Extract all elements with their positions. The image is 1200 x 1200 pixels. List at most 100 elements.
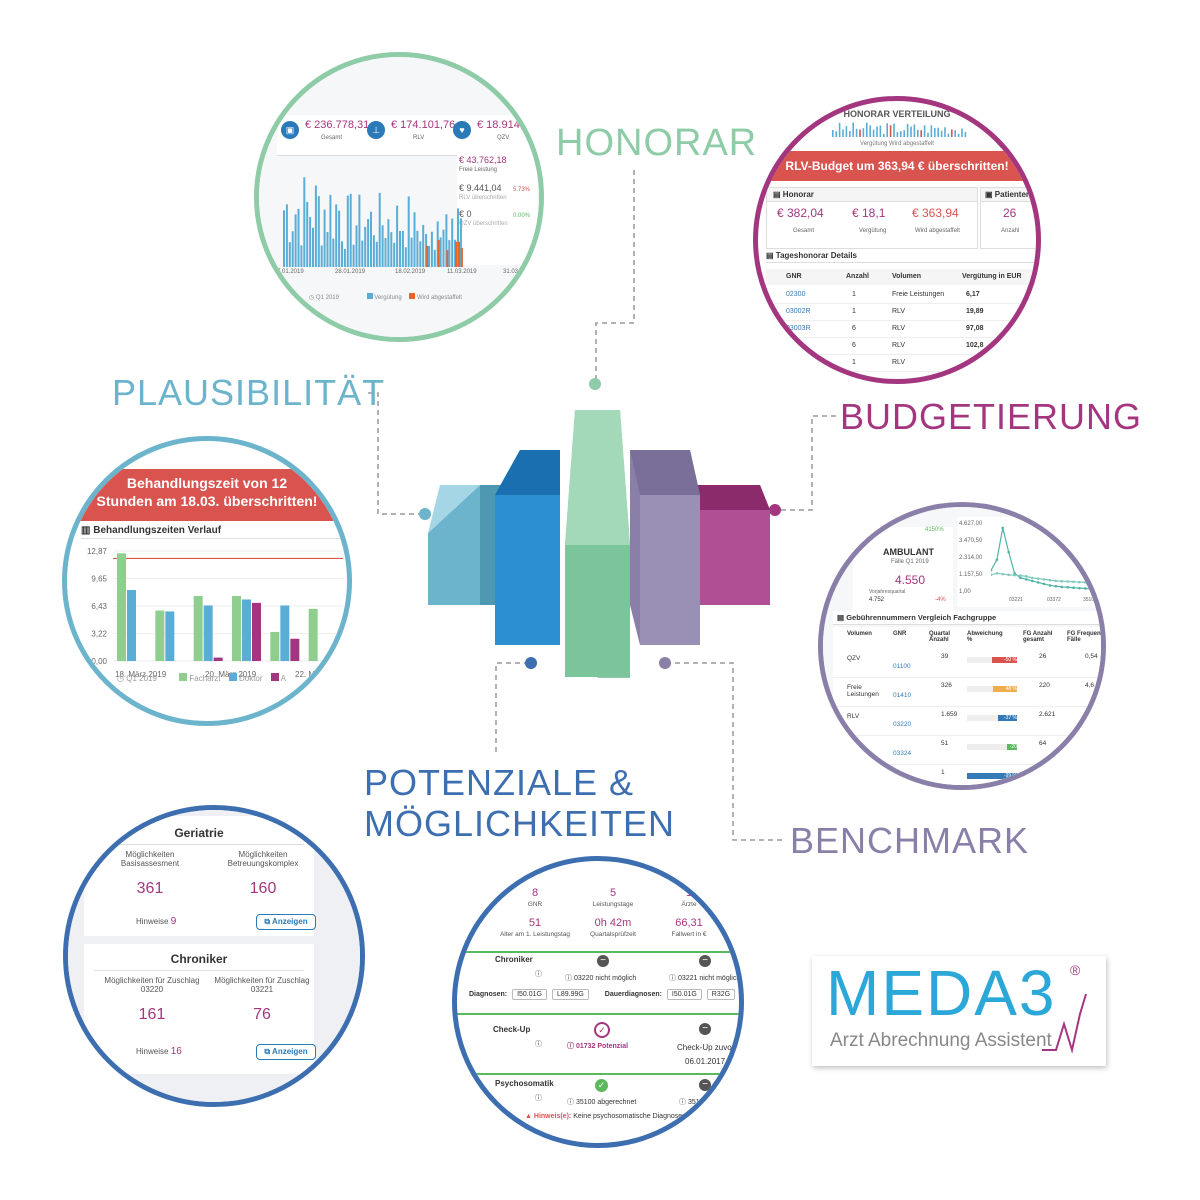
- psycho-section: Psychosomatik ⓘ ✓ ⓘ 35100 abgerechnet − …: [457, 1075, 739, 1135]
- legend-swatch-verguetung: [366, 293, 373, 299]
- honorar-bar: [439, 237, 442, 267]
- cell-gnr[interactable]: 03220: [893, 721, 912, 728]
- cell-gnr[interactable]: 02300: [786, 291, 806, 298]
- honorar-bar: [349, 193, 352, 267]
- data-point: [1078, 580, 1081, 584]
- geriatrie-title: Geriatrie: [174, 826, 224, 840]
- honorar-bar: [375, 241, 378, 267]
- kpi-value: € 236.778,31: [305, 119, 370, 131]
- honorar-bar: [352, 244, 355, 267]
- honorar-bar: [314, 185, 317, 267]
- geriatrie-card: Geriatrie Möglichkeiten Basisassesment 3…: [84, 816, 316, 936]
- cell-anzahl: 1: [852, 308, 856, 315]
- basisassesment-label: Möglichkeiten Basisassesment: [120, 850, 180, 868]
- gesamt-label: Gesamt: [793, 228, 815, 234]
- logo-tagline: Arzt Abrechnung Assistent: [830, 1030, 1052, 1051]
- y-tick: 6,43: [91, 602, 107, 611]
- warning-icon: ▲: [525, 1113, 532, 1120]
- cell-gnr[interactable]: 03002R: [786, 308, 811, 315]
- check-circle-icon: ✓: [594, 1022, 610, 1038]
- bar: [117, 553, 126, 661]
- bench-line-box: [957, 517, 1101, 607]
- honorar-bar: [291, 231, 294, 267]
- honorar-bar: [407, 196, 410, 267]
- hinweis-label: Hinweis(e):: [533, 1113, 572, 1120]
- honorar-bar: [448, 240, 451, 267]
- honorar-bar: [372, 235, 375, 267]
- mini-bar: [961, 128, 963, 137]
- bar: [290, 638, 300, 661]
- data-point: [1025, 575, 1028, 578]
- cell-gnr[interactable]: 01410: [893, 692, 912, 699]
- anzeigen-button-2[interactable]: ⧉ Anzeigen: [256, 1044, 316, 1060]
- gesamt-value: € 382,04: [777, 206, 824, 220]
- bar: [203, 605, 213, 661]
- cell-gnr[interactable]: 01100: [893, 663, 911, 670]
- honorar-bar: [442, 229, 445, 267]
- x-tick: 7.01.2019: [277, 269, 304, 275]
- honorar-screenshot-circle: ▣ € 236.778,31 Gesamt ⊥ € 174.101,76 RLV…: [254, 52, 544, 342]
- mini-bar: [855, 128, 858, 137]
- honorar-bar: [370, 211, 372, 267]
- cell-gnr[interactable]: 03324: [893, 750, 912, 757]
- zuschlag-03220-label: Möglichkeiten für Zuschlag 03220: [104, 976, 200, 994]
- checkup-date: 06.01.2017: [685, 1057, 726, 1066]
- honorar-bar: [364, 226, 367, 267]
- mini-bar: [903, 130, 905, 137]
- verguetung-value: € 18,1: [852, 206, 886, 220]
- block-budgetierung: [695, 510, 770, 605]
- abweichung-bar: -50 %: [967, 657, 1017, 663]
- cell-gnr[interactable]: 03220H: [893, 779, 916, 786]
- block-plausibilitaet: [428, 533, 480, 605]
- x-tick: 18.02.2019: [395, 269, 426, 275]
- bar: [165, 611, 175, 661]
- top-pct: 4150%: [925, 527, 944, 533]
- info-icon: ⓘ: [679, 1099, 686, 1106]
- hinweise-label: Hinweise: [136, 917, 169, 926]
- cell-gnr[interactable]: 03003R: [786, 325, 811, 332]
- mini-bar: [910, 126, 912, 137]
- col-volumen: Volumen: [847, 631, 872, 637]
- y-tick: 2.314,00: [959, 555, 983, 561]
- table-header-row: GNR Anzahl Volumen Vergütung in EUR: [766, 269, 1036, 285]
- mini-bar: [954, 130, 956, 137]
- hinweise-value: 9: [170, 916, 177, 927]
- zuschlag-03221-label: Möglichkeiten für Zuschlag 03221: [214, 976, 310, 994]
- pin-icon: ⊥: [367, 121, 385, 139]
- data-point: [1054, 584, 1058, 588]
- honorar-bar: [343, 248, 346, 267]
- honorar-bar: [399, 230, 401, 267]
- chroniker-card: Chroniker Möglichkeiten für Zuschlag 032…: [84, 944, 316, 1074]
- mini-bar: [893, 123, 895, 137]
- bar: [270, 631, 280, 661]
- patienten-header-text: Patienten: [994, 190, 1031, 199]
- legend-swatch-facharzt: [179, 673, 188, 681]
- abweichung-fill: -99 %: [967, 773, 1017, 779]
- bar: [213, 657, 223, 661]
- anzeigen-button[interactable]: ⧉ Anzeigen: [256, 914, 316, 930]
- chr-a-text: 03220 nicht möglich: [573, 975, 637, 982]
- honorar-bar: [445, 214, 448, 267]
- checkup-label: Check-Up: [493, 1025, 531, 1034]
- bench-y-axis: 4.627,00 3.470,50 2.314,00 1.157,50 1,00: [959, 521, 993, 601]
- label-potenziale-line2: MÖGLICHKEITEN: [364, 803, 676, 844]
- cell-gnr[interactable]: 0G: [786, 342, 796, 349]
- data-point: [1013, 572, 1016, 575]
- honorar-bar: [367, 218, 370, 267]
- data-point: [1036, 577, 1040, 580]
- bar: [127, 590, 136, 661]
- bar: [242, 599, 251, 661]
